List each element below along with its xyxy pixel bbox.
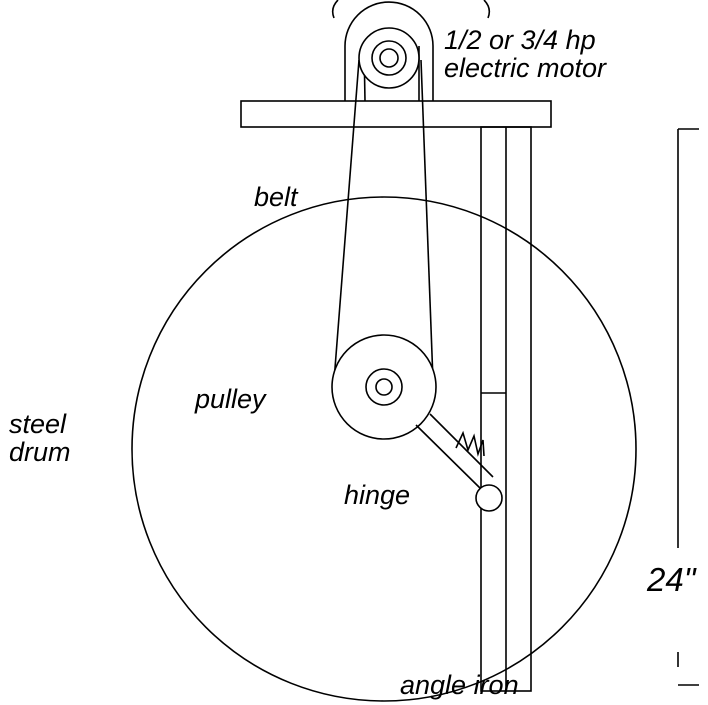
motor-housing: [344, 1, 434, 101]
hinge-pivot: [475, 484, 503, 512]
cropped-heading-fragment: [331, 0, 491, 19]
pulley-label: pulley: [195, 384, 266, 414]
belt-left-line: [333, 59, 360, 382]
motor-label-line-1: 1/2 or 3/4 hp: [444, 25, 596, 55]
angle-iron: [480, 126, 532, 692]
dimension-line: [677, 128, 699, 686]
motor-pulley: [358, 27, 420, 89]
mounting-board: [240, 100, 552, 128]
steel-drum-label-line-1: steel: [9, 409, 67, 439]
angle-iron-label: angle iron: [400, 670, 519, 700]
drum-pulley: [331, 334, 437, 440]
steel-drum-label: steel drum: [9, 409, 71, 467]
motor-label-line-2: electric motor: [444, 52, 607, 83]
steel-drum-label-line-2: drum: [9, 436, 71, 467]
motor-label: 1/2 or 3/4 hp electric motor: [444, 25, 607, 83]
dimension-label: 24": [647, 561, 696, 598]
belt-right-line: [420, 59, 434, 382]
hinge-label: hinge: [344, 480, 411, 510]
steel-drum-circle: [131, 196, 637, 702]
belt-label: belt: [254, 182, 298, 212]
hinge-arm: [415, 413, 494, 491]
spring-symbol: [455, 430, 485, 457]
